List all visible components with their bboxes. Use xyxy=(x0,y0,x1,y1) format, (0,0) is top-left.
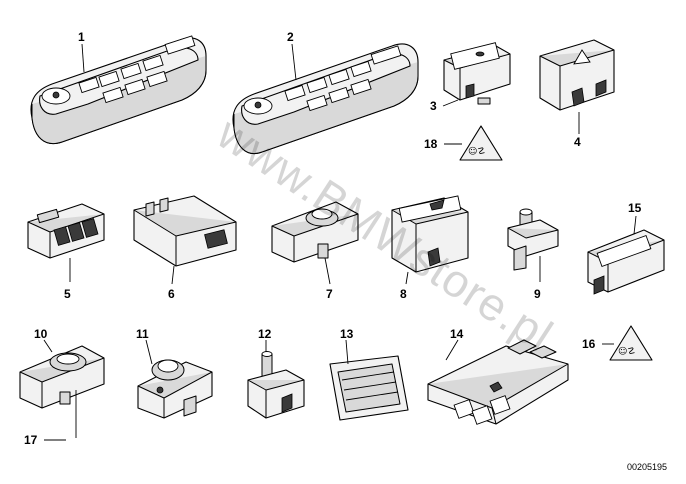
part-6-module-connector[interactable] xyxy=(133,195,237,267)
callout-11: 11 xyxy=(136,327,149,341)
callout-3: 3 xyxy=(430,99,437,113)
callout-4: 4 xyxy=(574,135,581,149)
image-code: 00205195 xyxy=(627,462,667,472)
callout-12: 12 xyxy=(258,327,272,341)
callout-7: 7 xyxy=(326,287,333,301)
part-1-window-switch-block[interactable] xyxy=(30,35,207,144)
part-15-switch-housing[interactable] xyxy=(587,229,665,295)
part-13-cover-plate[interactable] xyxy=(329,355,409,421)
part-4-hazard-switch[interactable] xyxy=(539,39,615,111)
part-12-push-switch[interactable] xyxy=(247,351,305,419)
callout-14: 14 xyxy=(450,327,464,341)
child-lock-icon: ☺☡ xyxy=(618,346,635,357)
part-18-warning-label[interactable]: ☺☡ xyxy=(459,125,503,161)
part-10-rotary-switch[interactable] xyxy=(19,345,105,409)
callout-9: 9 xyxy=(534,287,541,301)
child-lock-icon: ☺☡ xyxy=(468,146,485,157)
part-9-push-button[interactable] xyxy=(507,208,559,271)
callout-17: 17 xyxy=(24,433,38,447)
part-8-defrost-switch[interactable] xyxy=(391,195,469,273)
callout-15: 15 xyxy=(628,201,642,215)
rotary-knob-icon xyxy=(56,353,80,365)
part-16-warning-label[interactable]: ☺☡ xyxy=(609,325,653,361)
callout-6: 6 xyxy=(168,287,175,301)
rotary-knob-icon xyxy=(157,359,179,373)
callout-1: 1 xyxy=(78,30,85,44)
callout-8: 8 xyxy=(400,287,407,301)
rotary-knob-icon xyxy=(311,208,333,220)
callout-10: 10 xyxy=(34,327,48,341)
part-11-rotary-control[interactable] xyxy=(137,359,213,419)
callout-13: 13 xyxy=(340,327,354,341)
callout-18: 18 xyxy=(424,137,438,151)
part-7-rotary-switch[interactable] xyxy=(271,201,359,263)
hazard-triangle-icon xyxy=(573,49,591,65)
callout-5: 5 xyxy=(64,287,71,301)
callout-16: 16 xyxy=(582,337,596,351)
part-5-triple-switch[interactable] xyxy=(27,203,105,259)
part-14-button-module[interactable] xyxy=(427,339,569,425)
part-2-window-switch-block[interactable] xyxy=(232,43,419,154)
callout-2: 2 xyxy=(287,30,294,44)
part-3-single-switch[interactable] xyxy=(443,42,511,105)
